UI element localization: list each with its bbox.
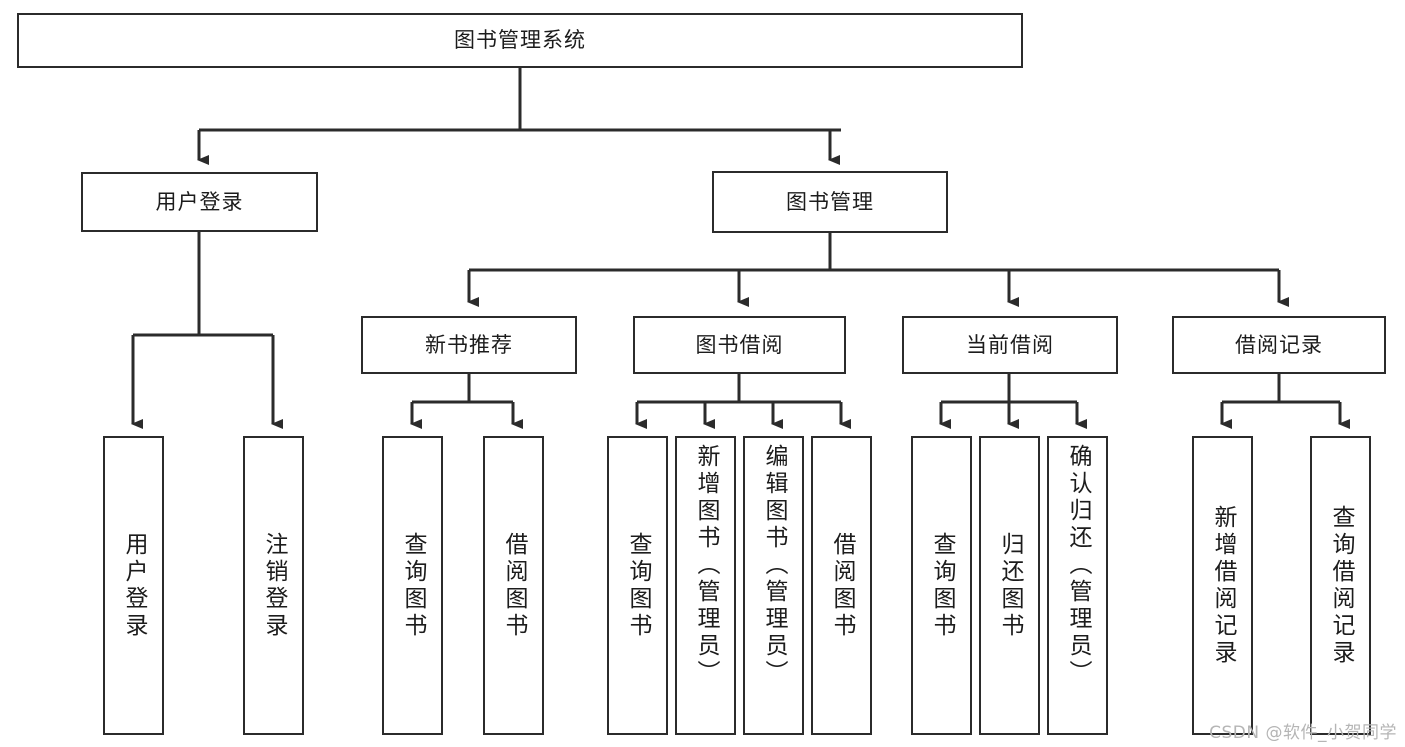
leaf-record-add-record[interactable]: 新增借阅记录 bbox=[1192, 436, 1253, 735]
node-book-borrow[interactable]: 图书借阅 bbox=[633, 316, 846, 374]
leaf-user-login-login-label: 用户登录 bbox=[121, 531, 147, 640]
node-book-borrow-label: 图书借阅 bbox=[695, 332, 784, 357]
leaf-recommend-query-book-label: 查询图书 bbox=[400, 531, 426, 640]
csdn-watermark: CSDN @软件_小贺同学 bbox=[1209, 723, 1397, 743]
leaf-current-confirm-return-label: 确认归还（管理员） bbox=[1065, 444, 1091, 687]
node-book-management[interactable]: 图书管理 bbox=[712, 171, 948, 233]
leaf-record-query-record[interactable]: 查询借阅记录 bbox=[1310, 436, 1371, 735]
leaf-current-query-book[interactable]: 查询图书 bbox=[911, 436, 972, 735]
node-root[interactable]: 图书管理系统 bbox=[17, 13, 1023, 68]
leaf-user-login-logout-label: 注销登录 bbox=[261, 531, 287, 640]
leaf-borrow-add-book-label: 新增图书（管理员） bbox=[693, 444, 719, 687]
node-borrow-record[interactable]: 借阅记录 bbox=[1172, 316, 1386, 374]
leaf-borrow-borrow-book-label: 借阅图书 bbox=[829, 531, 855, 640]
leaf-borrow-add-book[interactable]: 新增图书（管理员） bbox=[675, 436, 736, 735]
leaf-recommend-borrow-book[interactable]: 借阅图书 bbox=[483, 436, 544, 735]
leaf-borrow-query-book-label: 查询图书 bbox=[625, 531, 651, 640]
leaf-recommend-borrow-book-label: 借阅图书 bbox=[501, 531, 527, 640]
leaf-record-add-record-label: 新增借阅记录 bbox=[1210, 504, 1236, 667]
node-root-label: 图书管理系统 bbox=[454, 28, 586, 53]
leaf-current-confirm-return[interactable]: 确认归还（管理员） bbox=[1047, 436, 1108, 735]
node-new-book-recommend-label: 新书推荐 bbox=[425, 332, 513, 357]
leaf-borrow-edit-book[interactable]: 编辑图书（管理员） bbox=[743, 436, 804, 735]
node-borrow-record-label: 借阅记录 bbox=[1235, 332, 1323, 357]
leaf-current-return-book-label: 归还图书 bbox=[997, 531, 1023, 640]
leaf-user-login-login[interactable]: 用户登录 bbox=[103, 436, 164, 735]
leaf-current-query-book-label: 查询图书 bbox=[929, 531, 955, 640]
leaf-current-return-book[interactable]: 归还图书 bbox=[979, 436, 1040, 735]
node-user-login[interactable]: 用户登录 bbox=[81, 172, 318, 232]
node-new-book-recommend[interactable]: 新书推荐 bbox=[361, 316, 577, 374]
node-current-borrow-label: 当前借阅 bbox=[966, 332, 1054, 357]
leaf-borrow-borrow-book[interactable]: 借阅图书 bbox=[811, 436, 872, 735]
leaf-borrow-edit-book-label: 编辑图书（管理员） bbox=[761, 444, 787, 687]
leaf-borrow-query-book[interactable]: 查询图书 bbox=[607, 436, 668, 735]
node-book-management-label: 图书管理 bbox=[786, 189, 874, 214]
leaf-recommend-query-book[interactable]: 查询图书 bbox=[382, 436, 443, 735]
node-current-borrow[interactable]: 当前借阅 bbox=[902, 316, 1118, 374]
leaf-user-login-logout[interactable]: 注销登录 bbox=[243, 436, 304, 735]
node-user-login-label: 用户登录 bbox=[155, 189, 244, 214]
leaf-record-query-record-label: 查询借阅记录 bbox=[1328, 504, 1354, 667]
